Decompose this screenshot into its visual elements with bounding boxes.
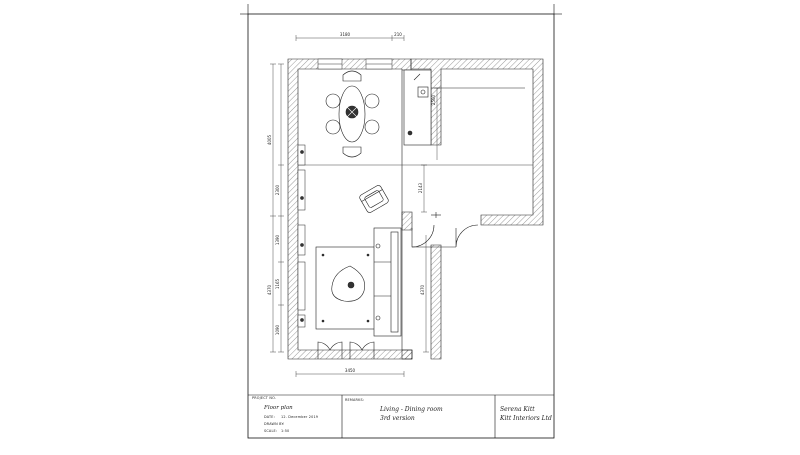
windows <box>317 58 393 70</box>
date-label: DATE: <box>264 415 275 419</box>
dining-chair <box>364 93 380 109</box>
dim-left-lower-b: 1090 <box>275 324 280 335</box>
dim-inner-right: 2500 <box>431 94 436 105</box>
dimension-lines <box>270 35 440 377</box>
dim-left-mid: 1390 <box>275 234 280 245</box>
dim-left-lower-a: 1165 <box>275 278 280 289</box>
drawn-by-label: DRAWN BY: <box>264 422 285 426</box>
kitchen-counter <box>403 69 525 146</box>
dining-set <box>325 70 380 158</box>
dim-left-lower-total: 4370 <box>267 284 272 295</box>
remarks-label: REMARKS: <box>345 398 365 402</box>
dining-chair <box>325 119 341 135</box>
dining-chair <box>364 119 380 135</box>
wall-shelving <box>297 144 306 328</box>
dim-bottom: 3450 <box>345 368 356 373</box>
dim-inner-vertical: 2143 <box>418 182 423 193</box>
dining-chair <box>325 93 341 109</box>
project-label: PROJECT NO. <box>252 396 277 400</box>
dim-left-upper: 2300 <box>275 184 280 195</box>
scale-label: SCALE: <box>264 429 278 433</box>
dim-right-lower: 4370 <box>420 284 425 295</box>
sheet-border <box>240 4 562 439</box>
scale-value: 1:50 <box>281 429 290 433</box>
designer-company: Kitt Interiors Ltd <box>500 415 552 422</box>
dim-top-small: 210 <box>394 32 402 37</box>
drawing-title: Floor plan <box>264 405 293 411</box>
dining-chair <box>342 70 362 82</box>
dim-left-total: 4005 <box>267 134 272 145</box>
dining-chair <box>342 146 362 158</box>
dimension-labels: 3180 210 3450 4005 4370 2300 1390 1165 1… <box>267 32 436 373</box>
sofa <box>373 227 402 337</box>
version-note: 3rd version <box>380 415 415 422</box>
doors <box>317 212 479 359</box>
date-value: 12. December 2019 <box>281 415 319 419</box>
rug-and-coffee-table <box>315 246 377 330</box>
dim-top-main: 3180 <box>340 32 351 37</box>
designer-name: Serena Kitt <box>500 406 535 413</box>
walls <box>287 58 544 360</box>
armchair <box>359 185 389 213</box>
room-name: Living - Dining room <box>380 406 443 413</box>
title-block-frame <box>248 394 554 438</box>
